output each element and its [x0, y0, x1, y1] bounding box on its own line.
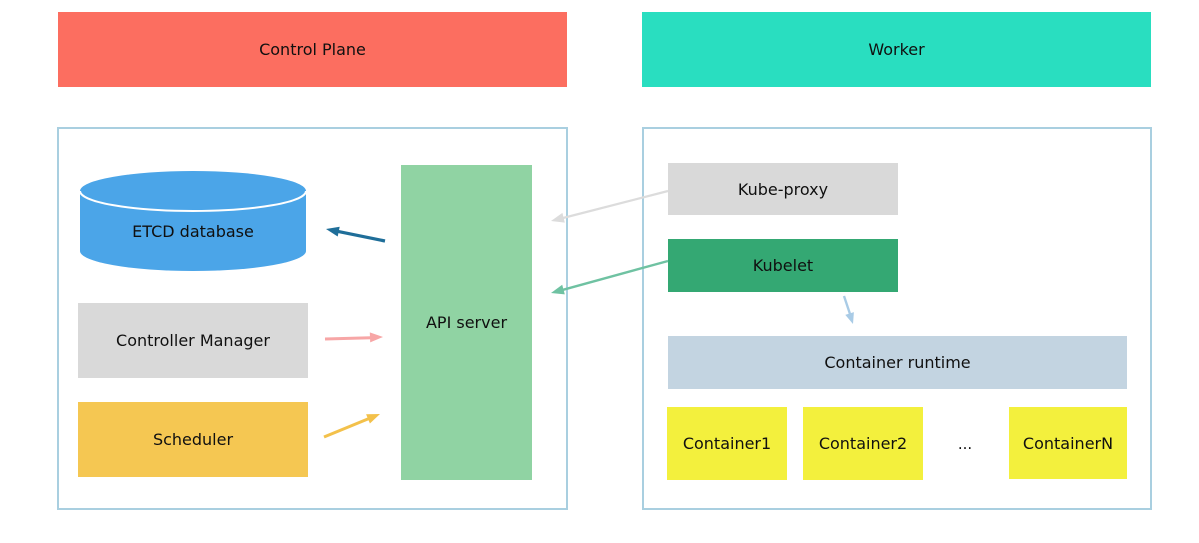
controller-manager-node: Controller Manager: [78, 303, 308, 378]
control-plane-panel: ETCD database Controller Manager Schedul…: [57, 127, 568, 510]
container-runtime-node: Container runtime: [668, 336, 1127, 389]
etcd-database-label: ETCD database: [132, 221, 254, 241]
api-server-node: API server: [401, 165, 532, 480]
control-plane-header: Control Plane: [58, 12, 567, 87]
database-cylinder-icon: [79, 171, 307, 271]
containers-ellipsis: ...: [957, 434, 973, 453]
scheduler-node: Scheduler: [78, 402, 308, 477]
container2-node: Container2: [803, 407, 923, 480]
containerN-node: ContainerN: [1009, 407, 1127, 479]
container1-node: Container1: [667, 407, 787, 480]
worker-header: Worker: [642, 12, 1151, 87]
etcd-database-node: ETCD database: [78, 169, 308, 273]
worker-panel: Kube-proxy Kubelet Container runtime Con…: [642, 127, 1152, 510]
kubelet-node: Kubelet: [668, 239, 898, 292]
kube-proxy-node: Kube-proxy: [668, 163, 898, 215]
